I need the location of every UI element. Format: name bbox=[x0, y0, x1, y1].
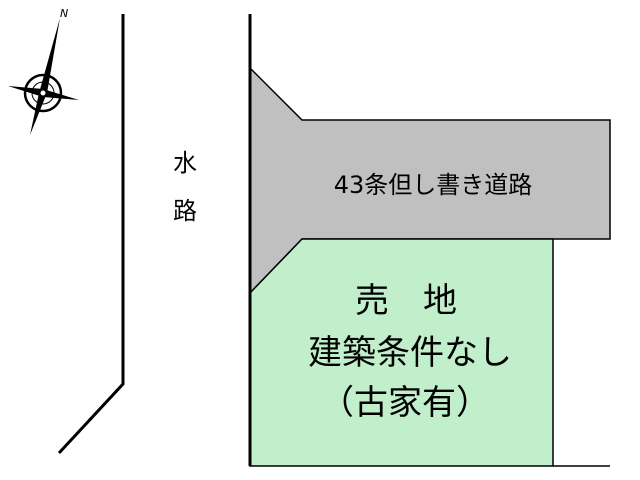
lot-label-line3: （古家有） bbox=[320, 383, 490, 423]
compass-needle-east bbox=[43, 89, 79, 100]
waterway-label-line1: 水 bbox=[173, 149, 197, 177]
compass-center bbox=[39, 89, 47, 97]
compass-needle-west bbox=[8, 86, 43, 97]
compass-needle-south bbox=[30, 93, 47, 135]
compass-needle-north bbox=[39, 18, 60, 93]
north-arrow-compass-icon: N bbox=[8, 7, 79, 135]
road-label: 43条但し書き道路 bbox=[334, 171, 533, 199]
lot-label-line1: 売 地 bbox=[355, 281, 457, 321]
waterway-label-line2: 路 bbox=[173, 197, 197, 225]
lot-label-line2: 建築条件なし bbox=[308, 333, 512, 373]
north-label: N bbox=[60, 7, 68, 20]
waterway-boundary-line bbox=[57, 14, 125, 455]
